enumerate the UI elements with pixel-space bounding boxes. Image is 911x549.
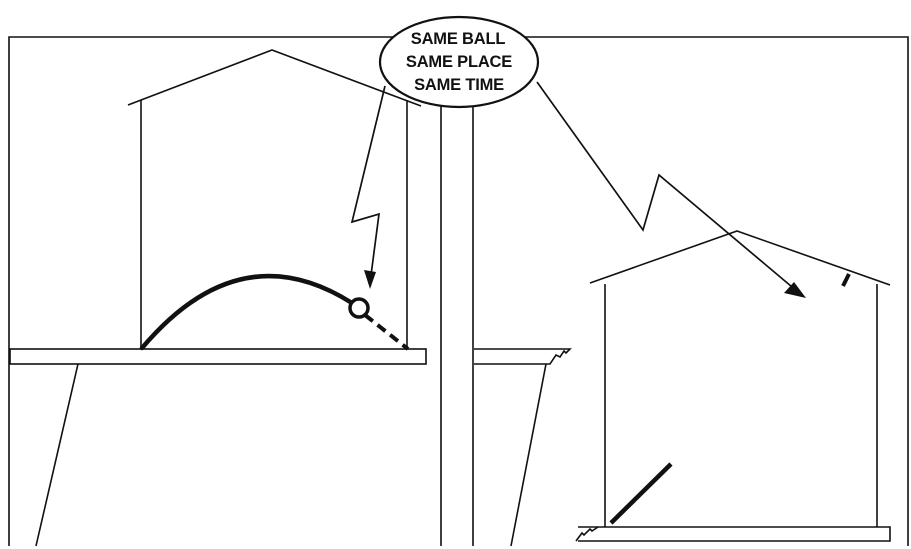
- right-floor-slab: [578, 526, 891, 542]
- right-ground-edge: [510, 363, 547, 547]
- right-pointer-arrowhead: [784, 282, 806, 298]
- left-panel-frame: [8, 36, 442, 546]
- left-ground-edge: [35, 363, 79, 547]
- left-pointer-arrowhead: [364, 270, 376, 289]
- right-house-roof: [589, 230, 891, 286]
- right-ball-dash: [841, 273, 851, 287]
- left-pointer-arrow-line: [350, 85, 386, 284]
- callout-line-2: SAME PLACE: [406, 53, 512, 71]
- left-floor-continuation: [474, 348, 572, 365]
- right-pointer-arrow-line: [536, 81, 799, 293]
- callout-line-1: SAME BALL: [411, 30, 506, 48]
- callout-arrows: [350, 81, 799, 293]
- left-house-roof: [127, 49, 422, 107]
- callout-line-3: SAME TIME: [414, 76, 504, 94]
- left-panel: [8, 36, 442, 547]
- right-floor-break: [575, 526, 599, 542]
- right-panel-frame: [472, 36, 909, 546]
- ball-arc-trajectory: [139, 273, 355, 351]
- ball: [348, 297, 370, 319]
- callout-oval: [378, 15, 540, 109]
- ball-projected-path: [363, 313, 410, 351]
- left-floor-slab: [9, 348, 427, 365]
- right-panel: [472, 36, 909, 547]
- right-ball-path: [609, 462, 673, 525]
